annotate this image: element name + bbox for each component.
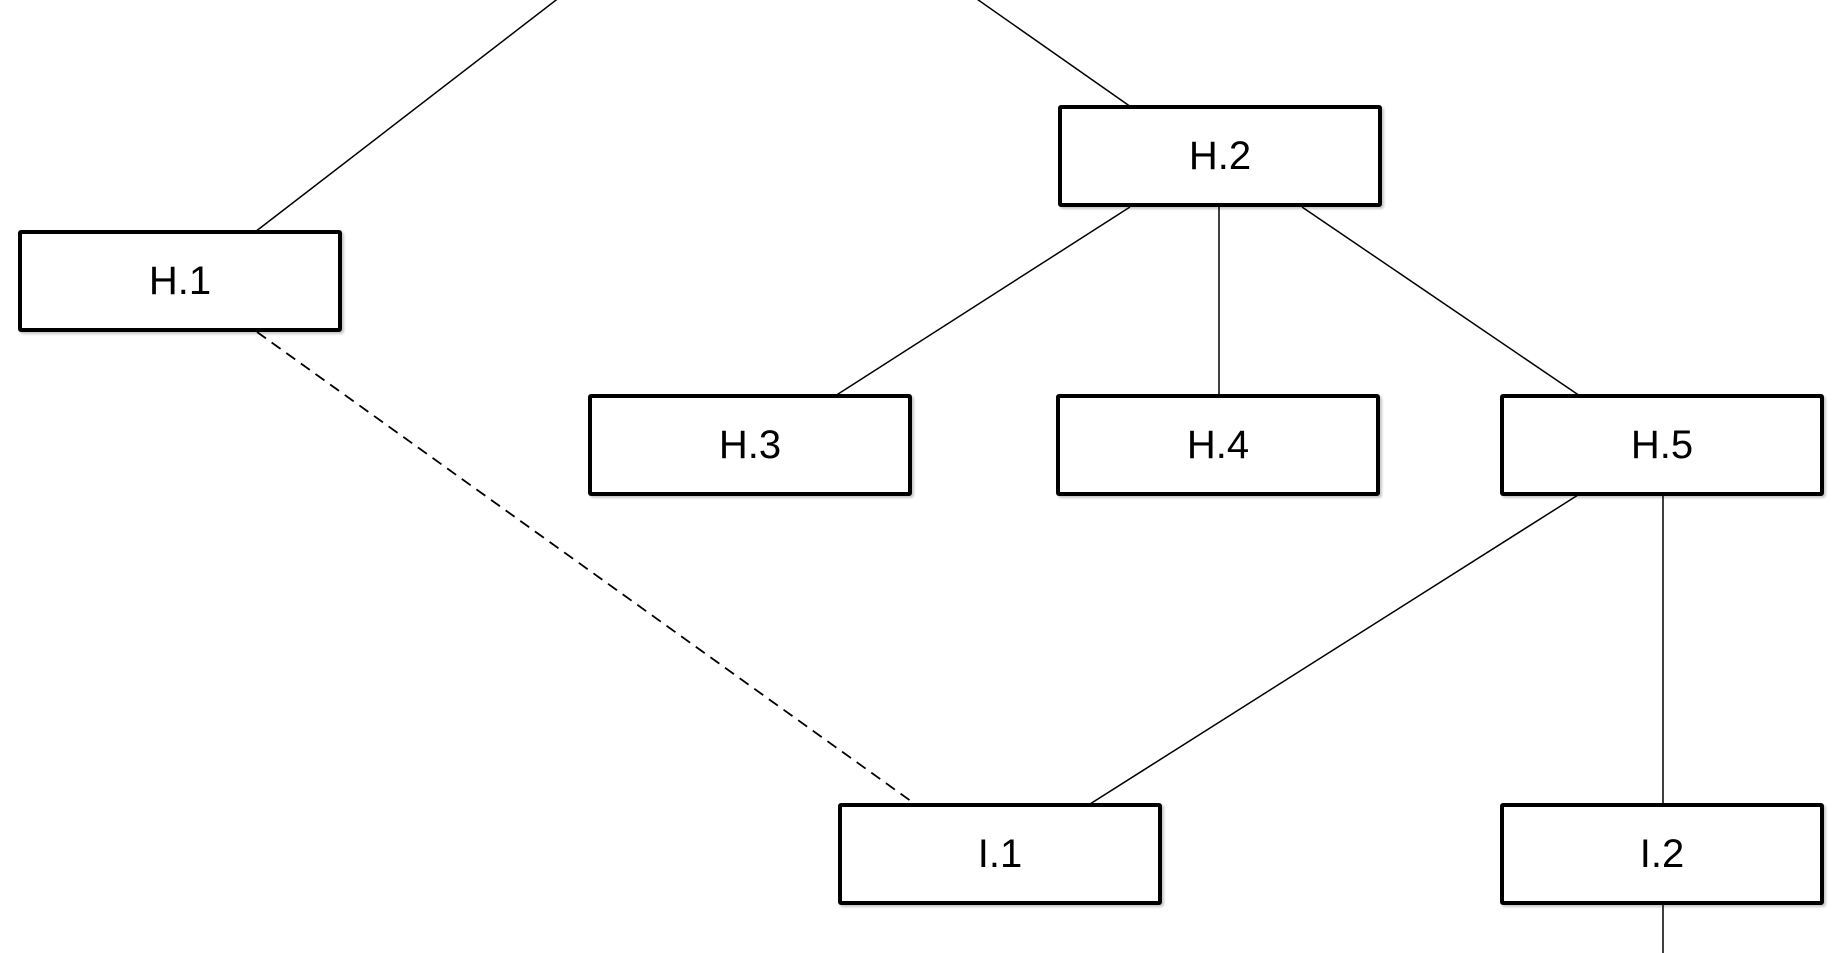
node-h4-label: H.4 <box>1186 423 1250 467</box>
node-i1[interactable]: I.1 <box>838 803 1162 905</box>
node-h2-label: H.2 <box>1188 134 1252 178</box>
node-h2[interactable]: H.2 <box>1058 105 1382 207</box>
node-i2-label: I.2 <box>1639 832 1685 876</box>
edge-h5-i1 <box>1089 494 1579 805</box>
node-h4[interactable]: H.4 <box>1056 394 1380 496</box>
node-h5[interactable]: H.5 <box>1500 394 1824 496</box>
node-i1-label: I.1 <box>977 832 1023 876</box>
node-h3-label: H.3 <box>718 423 782 467</box>
edge-h1-i1-dashed <box>256 331 916 805</box>
node-h1[interactable]: H.1 <box>18 230 342 332</box>
edge-h2-h3 <box>834 206 1131 397</box>
edge-offscreen-top-h1 <box>254 0 558 233</box>
node-h1-label: H.1 <box>148 259 212 303</box>
edge-offscreen-top-h2 <box>976 0 1132 108</box>
node-h3[interactable]: H.3 <box>588 394 912 496</box>
edge-h2-h5 <box>1301 206 1581 397</box>
node-i2[interactable]: I.2 <box>1500 803 1824 905</box>
node-h5-label: H.5 <box>1630 423 1694 467</box>
